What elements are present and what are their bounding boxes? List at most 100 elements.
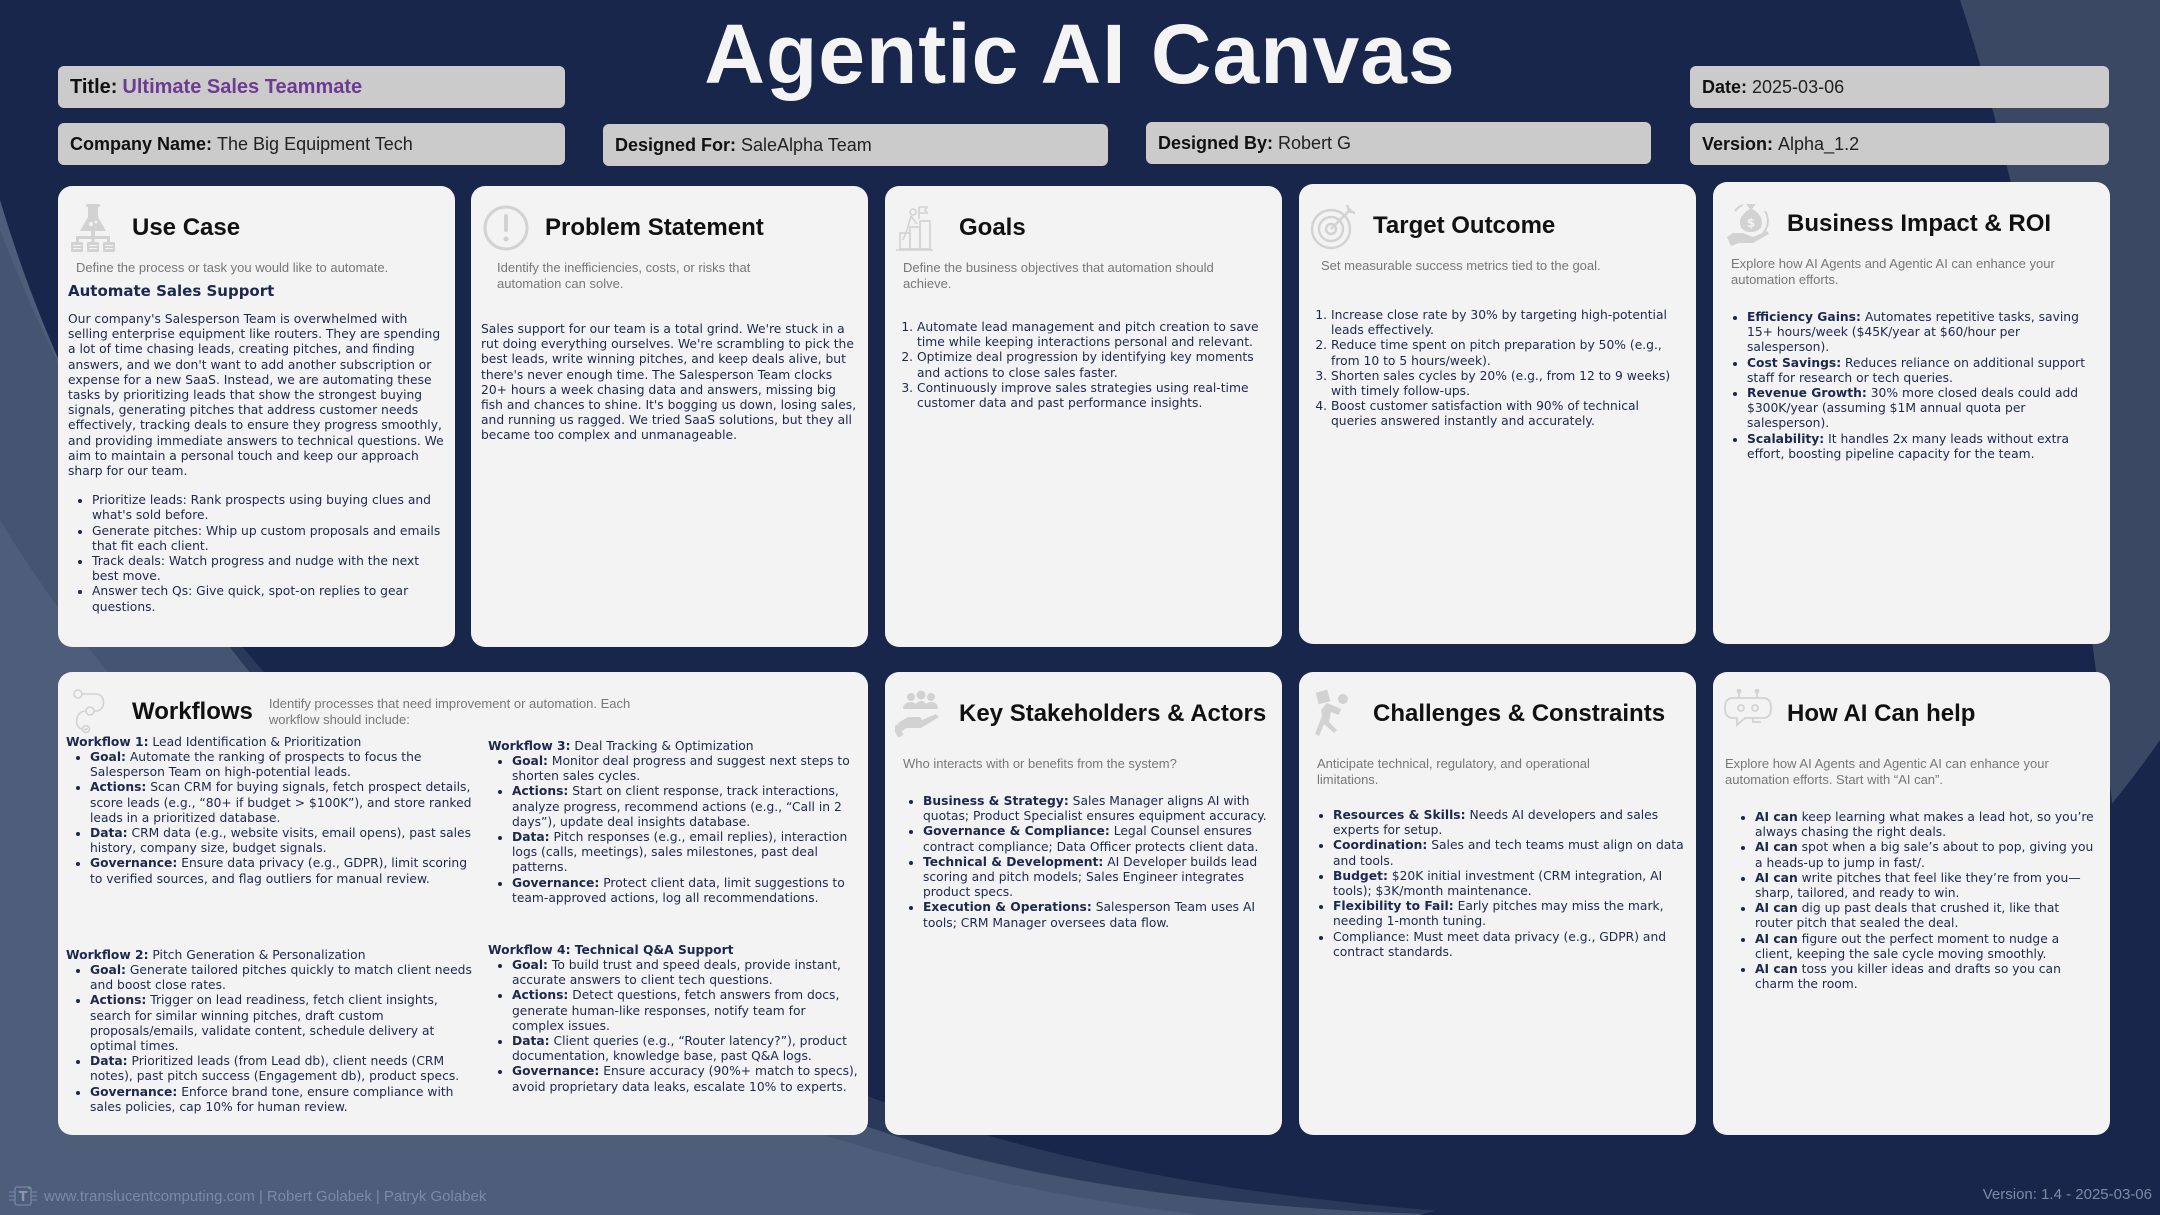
workflow-3: Workflow 3: Deal Tracking & Optimization… — [488, 738, 858, 906]
workflow-data: Data: CRM data (e.g., website visits, em… — [90, 826, 476, 856]
card-title: Business Impact & ROI — [1787, 210, 2052, 237]
use-case-bullets: Prioritize leads: Rank prospects using b… — [68, 493, 445, 615]
canvas-title: Agentic AI Canvas — [704, 7, 1456, 101]
list-item: AI can figure out the perfect moment to … — [1755, 932, 2100, 962]
card-title: Workflows — [132, 698, 253, 725]
climbing-steps-flag-icon — [895, 203, 945, 253]
stakeholders-list: Business & Strategy: Sales Manager align… — [895, 794, 1272, 931]
ai-help-card[interactable]: How AI Can help Explore how AI Agents an… — [1713, 672, 2110, 1135]
workflow-actions: Actions: Trigger on lead readiness, fetc… — [90, 993, 476, 1054]
translucent-computing-logo-icon: T — [8, 1184, 38, 1208]
workflow-actions: Actions: Start on client response, track… — [512, 784, 858, 830]
version-value: Alpha_1.2 — [1778, 133, 1860, 154]
target-outcome-list: Increase close rate by 30% by targeting … — [1309, 308, 1686, 430]
goals-list: Automate lead management and pitch creat… — [895, 320, 1272, 411]
designed-for-field[interactable]: Designed For: SaleAlpha Team — [603, 124, 1108, 166]
company-name-field[interactable]: Company Name: The Big Equipment Tech — [58, 123, 565, 165]
workflow-2: Workflow 2: Pitch Generation & Personali… — [66, 947, 476, 1115]
card-title: How AI Can help — [1787, 700, 1976, 727]
workflow-1: Workflow 1: Lead Identification & Priori… — [66, 734, 476, 887]
target-outcome-card[interactable]: Target Outcome Set measurable success me… — [1299, 184, 1696, 644]
card-subtitle: Identify the inefficiencies, costs, or r… — [497, 260, 751, 291]
money-bag-hand-icon: $ — [1723, 199, 1773, 249]
designed-by-label: Designed By: — [1158, 132, 1274, 153]
list-item: Execution & Operations: Salesperson Team… — [923, 900, 1272, 930]
list-item: Scalability: It handles 2x many leads wi… — [1747, 432, 2100, 462]
list-item: AI can spot when a big sale’s about to p… — [1755, 840, 2100, 870]
svg-text:T: T — [19, 1190, 28, 1205]
challenges-card[interactable]: Challenges & Constraints Anticipate tech… — [1299, 672, 1696, 1135]
list-item: Generate pitches: Whip up custom proposa… — [92, 524, 445, 554]
card-subtitle: Set measurable success metrics tied to t… — [1321, 258, 1601, 273]
card-title: Problem Statement — [545, 214, 764, 241]
website-link[interactable]: www.translucentcomputing.com — [44, 1187, 255, 1205]
list-item: AI can write pitches that feel like they… — [1755, 871, 2100, 901]
version-field[interactable]: Version: Alpha_1.2 — [1690, 123, 2109, 165]
list-item: Business & Strategy: Sales Manager align… — [923, 794, 1272, 824]
list-item: Efficiency Gains: Automates repetitive t… — [1747, 310, 2100, 356]
list-item: AI can keep learning what makes a lead h… — [1755, 810, 2100, 840]
workflow-governance: Governance: Ensure data privacy (e.g., G… — [90, 856, 476, 886]
business-impact-card[interactable]: $ Business Impact & ROI Explore how AI A… — [1713, 182, 2110, 644]
workflow-goal: Goal: To build trust and speed deals, pr… — [512, 958, 858, 988]
card-title: Goals — [959, 214, 1026, 241]
author-1: Robert Golabek — [266, 1187, 372, 1205]
separator: | — [375, 1187, 380, 1205]
card-subtitle: Define the business objectives that auto… — [903, 260, 1214, 291]
card-subtitle: Identify processes that need improvement… — [268, 696, 631, 727]
card-title: Target Outcome — [1373, 212, 1556, 239]
use-case-card[interactable]: Use Case Define the process or task you … — [58, 186, 455, 647]
designed-by-field[interactable]: Designed By: Robert G — [1146, 122, 1651, 164]
target-arrow-icon — [1309, 201, 1359, 251]
challenges-list: Resources & Skills: Needs AI developers … — [1309, 808, 1686, 960]
stakeholders-card[interactable]: Key Stakeholders & Actors Who interacts … — [885, 672, 1282, 1135]
use-case-heading: Automate Sales Support — [68, 282, 275, 300]
workflow-governance: Governance: Protect client data, limit s… — [512, 876, 858, 906]
goals-card[interactable]: Goals Define the business objectives tha… — [885, 186, 1282, 647]
ai-help-list: AI can keep learning what makes a lead h… — [1723, 810, 2100, 992]
designed-for-label: Designed For: — [615, 134, 737, 155]
card-title: Challenges & Constraints — [1373, 700, 1666, 727]
list-item: Budget: $20K initial investment (CRM int… — [1333, 869, 1686, 899]
list-item: Compliance: Must meet data privacy (e.g.… — [1333, 930, 1686, 960]
list-item: Answer tech Qs: Give quick, spot-on repl… — [92, 584, 445, 614]
problem-paragraph: Sales support for our team is a total gr… — [481, 322, 857, 443]
workflows-card[interactable]: Workflows Identify processes that need i… — [58, 672, 868, 1135]
list-item: Cost Savings: Reduces reliance on additi… — [1747, 356, 2100, 386]
date-label: Date: — [1702, 76, 1748, 97]
lab-flask-flow-icon — [68, 203, 118, 253]
footer-credits: T www.translucentcomputing.com | Robert … — [8, 1184, 486, 1208]
list-item: Automate lead management and pitch creat… — [917, 320, 1272, 350]
list-item: Resources & Skills: Needs AI developers … — [1333, 808, 1686, 838]
list-item: Increase close rate by 30% by targeting … — [1331, 308, 1686, 338]
use-case-paragraph: Our company's Salesperson Team is overwh… — [68, 312, 444, 479]
title-label: Title: — [70, 75, 118, 98]
title-value: Ultimate Sales Teammate — [122, 75, 363, 98]
workflow-governance: Governance: Ensure accuracy (90%+ match … — [512, 1064, 858, 1094]
people-hand-key-icon — [892, 689, 945, 739]
workflow-goal: Goal: Automate the ranking of prospects … — [90, 750, 476, 780]
list-item: AI can dig up past deals that crushed it… — [1755, 901, 2100, 931]
list-item: AI can toss you killer ideas and drafts … — [1755, 962, 2100, 992]
workflow-4: Workflow 4: Technical Q&A Support Goal: … — [488, 942, 858, 1095]
workflow-actions: Actions: Detect questions, fetch answers… — [512, 988, 858, 1034]
card-subtitle: Anticipate technical, regulatory, and op… — [1317, 756, 1590, 787]
card-title: Key Stakeholders & Actors — [959, 700, 1267, 727]
list-item: Revenue Growth: 30% more closed deals co… — [1747, 386, 2100, 432]
designed-for-value: SaleAlpha Team — [741, 134, 872, 155]
problem-statement-card[interactable]: Problem Statement Identify the inefficie… — [471, 186, 868, 647]
list-item: Shorten sales cycles by 20% (e.g., from … — [1331, 369, 1686, 399]
person-carrying-box-icon — [1309, 689, 1359, 739]
card-subtitle: Explore how AI Agents and Agentic AI can… — [1725, 756, 2049, 787]
svg-text:$: $ — [1747, 216, 1755, 230]
list-item: Boost customer satisfaction with 90% of … — [1331, 399, 1686, 429]
company-value: The Big Equipment Tech — [217, 133, 413, 154]
workflow-governance: Governance: Enforce brand tone, ensure c… — [90, 1085, 476, 1115]
title-field[interactable]: Title: Ultimate Sales Teammate — [58, 66, 565, 108]
gears-flow-icon — [68, 687, 118, 737]
list-item: Coordination: Sales and tech teams must … — [1333, 838, 1686, 868]
author-2: Patryk Golabek — [383, 1187, 487, 1205]
date-field[interactable]: Date: 2025-03-06 — [1690, 66, 2109, 108]
version-label: Version: — [1702, 133, 1774, 154]
separator: | — [258, 1187, 263, 1205]
